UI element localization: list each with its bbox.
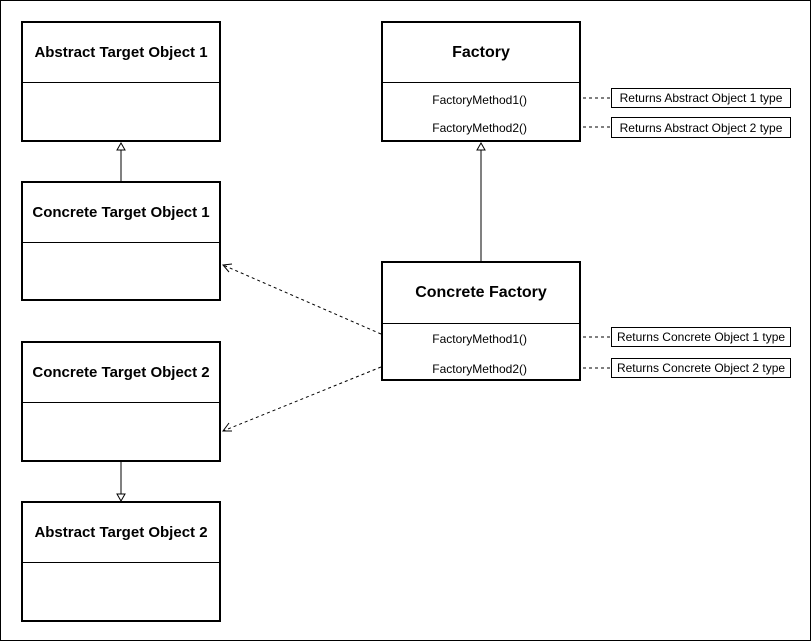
class-concrete-target-object-1[interactable]: Concrete Target Object 1 bbox=[21, 181, 221, 301]
class-name: Concrete Target Object 1 bbox=[23, 183, 219, 243]
class-name: Abstract Target Object 2 bbox=[23, 503, 219, 563]
inheritance-concrete2-to-abstract2 bbox=[116, 462, 126, 503]
dependency-to-concrete-target-2 bbox=[222, 366, 382, 432]
class-factory[interactable]: Factory FactoryMethod1() FactoryMethod2(… bbox=[381, 21, 581, 142]
class-name: Factory bbox=[383, 23, 579, 83]
method-factory-method-1: FactoryMethod1() bbox=[432, 93, 527, 107]
class-concrete-target-object-2[interactable]: Concrete Target Object 2 bbox=[21, 341, 221, 462]
class-concrete-factory[interactable]: Concrete Factory FactoryMethod1() Factor… bbox=[381, 261, 581, 381]
method-factory-method-1: FactoryMethod1() bbox=[432, 332, 527, 346]
note-returns-concrete-object-2: Returns Concrete Object 2 type bbox=[611, 358, 791, 378]
class-abstract-target-object-2[interactable]: Abstract Target Object 2 bbox=[21, 501, 221, 622]
inheritance-concretefactory-to-factory bbox=[476, 141, 486, 261]
note-returns-abstract-object-1: Returns Abstract Object 1 type bbox=[611, 88, 791, 108]
class-name: Abstract Target Object 1 bbox=[23, 23, 219, 83]
method-factory-method-2: FactoryMethod2() bbox=[432, 362, 527, 376]
note-returns-concrete-object-1: Returns Concrete Object 1 type bbox=[611, 327, 791, 347]
method-factory-method-2: FactoryMethod2() bbox=[432, 121, 527, 135]
inheritance-concrete1-to-abstract1 bbox=[116, 141, 126, 181]
class-abstract-target-object-1[interactable]: Abstract Target Object 1 bbox=[21, 21, 221, 142]
dependency-to-concrete-target-1 bbox=[222, 263, 382, 335]
note-returns-abstract-object-2: Returns Abstract Object 2 type bbox=[611, 117, 791, 138]
class-name: Concrete Factory bbox=[383, 263, 579, 324]
class-name: Concrete Target Object 2 bbox=[23, 343, 219, 403]
